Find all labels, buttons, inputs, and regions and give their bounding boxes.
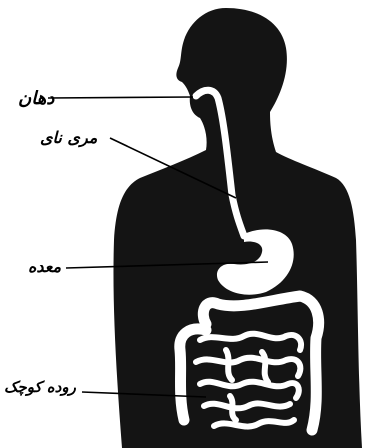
label-esophagus: مری نای — [40, 128, 97, 147]
label-stomach: معده — [28, 257, 61, 276]
label-small-intestine: روده کوچک — [4, 378, 76, 396]
leader-line-mouth — [48, 97, 193, 98]
label-mouth: دهان — [18, 88, 54, 109]
